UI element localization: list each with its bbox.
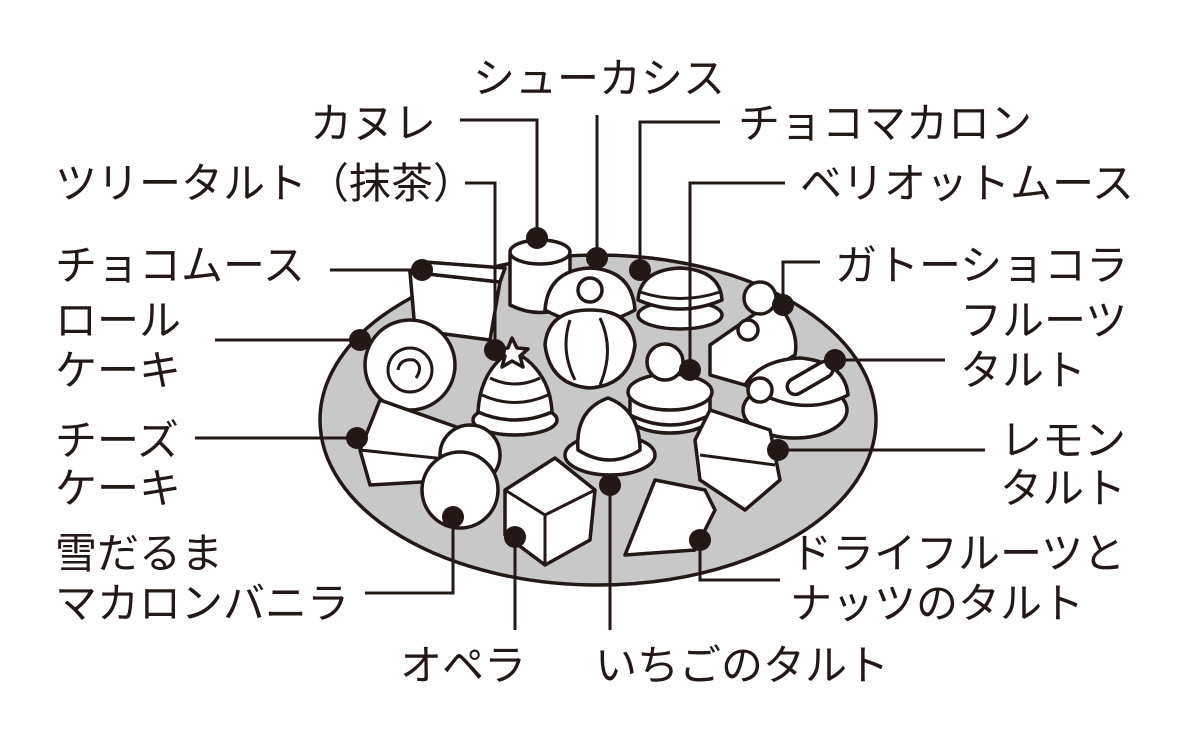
roll-cake <box>363 318 457 412</box>
choux-cassis <box>543 266 637 390</box>
choco-macaron <box>636 266 724 331</box>
label-canele: カヌレ <box>310 99 436 148</box>
label-gateau-chocolat: ガトーショコラ <box>835 241 1128 290</box>
label-fruit-tart-2: タルト <box>960 346 1086 395</box>
label-dried-fruit-tart-2: ナッツのタルト <box>790 579 1084 628</box>
label-snowman-macaron-1: 雪だるま <box>55 529 223 578</box>
label-choco-mousse: チョコムース <box>55 241 305 290</box>
opera <box>503 456 597 567</box>
label-berry-mousse: ベリオットムース <box>800 159 1134 208</box>
leader-lines <box>195 115 985 630</box>
label-cheese-cake-1: チーズ <box>55 416 179 465</box>
label-dried-fruit-tart-1: ドライフルーツと <box>790 529 1125 578</box>
tree-tart <box>471 336 559 437</box>
berry-mousse <box>626 342 714 435</box>
choco-mousse <box>408 260 507 342</box>
snowman-macaron <box>420 423 502 530</box>
label-opera: オペラ <box>400 641 526 690</box>
fruit-tart <box>741 356 850 440</box>
label-choux-cassis: シューカシス <box>473 54 725 103</box>
callout-dots <box>346 227 846 551</box>
lemon-tart <box>693 408 782 512</box>
strawberry-tart <box>563 396 657 477</box>
label-roll-cake-2: ケーキ <box>55 346 181 395</box>
label-strawberry-tart: いちごのタルト <box>595 641 889 690</box>
label-choco-macaron: チョコマカロン <box>738 99 1032 148</box>
label-tree-tart: ツリータルト（抹茶） <box>55 159 475 208</box>
label-lemon-tart-2: タルト <box>1000 464 1126 513</box>
label-cheese-cake-2: ケーキ <box>55 464 181 513</box>
label-snowman-macaron-2: マカロンバニラ <box>55 579 349 628</box>
label-roll-cake-1: ロール <box>55 296 181 345</box>
label-fruit-tart-1: フルーツ <box>960 296 1127 345</box>
label-lemon-tart-1: レモン <box>1000 416 1126 465</box>
